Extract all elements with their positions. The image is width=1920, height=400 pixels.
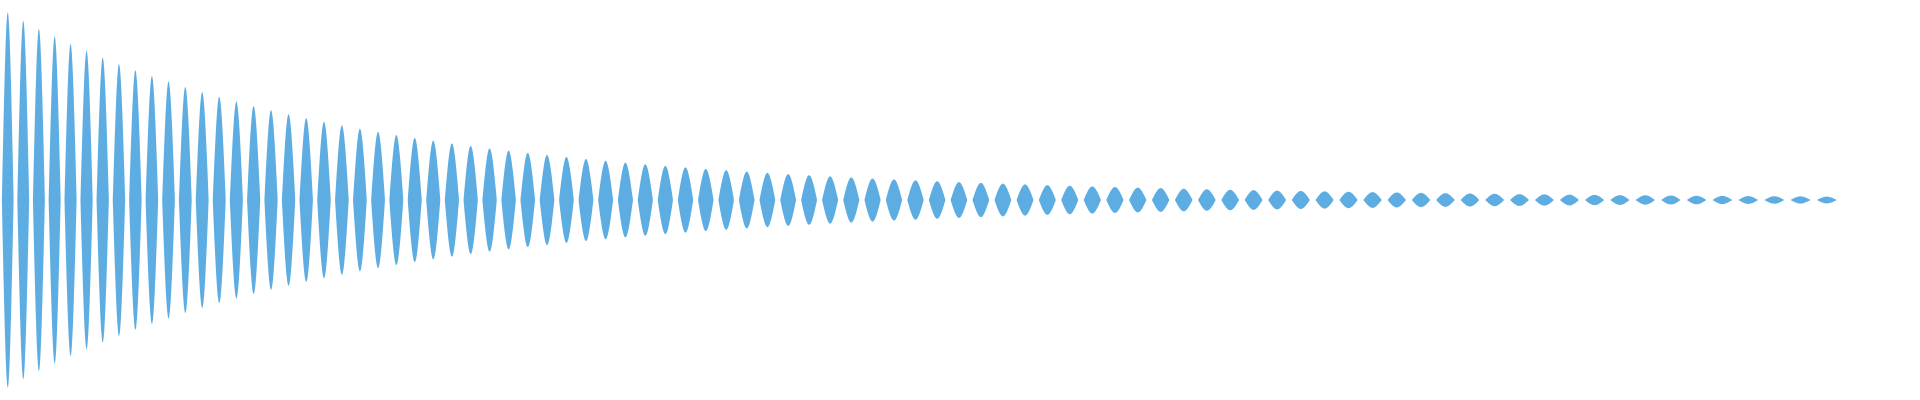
waveform-lobe [539, 155, 555, 245]
waveform-lobe [1436, 193, 1455, 207]
waveform-lobe [864, 178, 881, 222]
waveform-lobe [843, 177, 860, 223]
waveform-lobe [1510, 194, 1529, 206]
waveform-lobe [1387, 192, 1406, 208]
waveform-lobe [677, 167, 694, 233]
waveform-lobe [48, 36, 61, 364]
waveform-lobe [463, 145, 478, 255]
waveform-lobe [96, 57, 109, 343]
waveform-lobe [1129, 187, 1147, 213]
waveform-lobe [129, 70, 142, 330]
waveform-lobe [264, 110, 278, 290]
waveform-lobe [1790, 196, 1811, 204]
waveform-lobe [1198, 189, 1216, 211]
waveform-lobe [780, 174, 797, 226]
waveform-lobe [162, 81, 175, 319]
waveform-lobe [1534, 194, 1554, 206]
waveform-lobe [1712, 195, 1733, 205]
waveform-lobe [950, 182, 968, 218]
waveform-lobe [178, 86, 192, 314]
waveform-lobe [1485, 193, 1505, 207]
waveform-lobe [1268, 190, 1287, 210]
waveform-lobe [1610, 195, 1630, 205]
waveform-lobe [598, 160, 614, 240]
waveform-lobe [1411, 192, 1431, 208]
waveform-lobe [407, 137, 422, 263]
waveform-lobe [1661, 195, 1681, 205]
waveform-lobe [1038, 185, 1056, 215]
waveform-lobe [738, 171, 755, 229]
waveform-lobe [32, 28, 45, 372]
waveform-lobe [1174, 188, 1193, 212]
waveform-lobe [994, 183, 1012, 217]
waveform-lobe [1221, 189, 1240, 211]
waveform-lobe [1686, 195, 1707, 205]
waveform-lobe [972, 182, 990, 218]
waveform-lobe [317, 121, 331, 279]
waveform-lobe [1585, 194, 1605, 206]
waveform-lobe [1559, 194, 1579, 206]
waveform-lobe [80, 51, 93, 349]
waveform-lobe [698, 168, 714, 232]
waveform-lobe [299, 118, 313, 282]
waveform-lobe [1738, 196, 1759, 204]
waveform-lobe [145, 76, 159, 324]
waveform-lobe [822, 176, 839, 224]
waveform-lobe [885, 179, 903, 221]
waveform-lobe [1291, 191, 1310, 209]
waveform-lobe [426, 140, 441, 260]
waveform-lobe [247, 106, 261, 294]
waveform-lobe [212, 96, 226, 304]
waveform-lobe [1, 12, 14, 388]
waveform-lobe [1363, 192, 1382, 208]
waveform-lobe [281, 114, 296, 286]
waveform-lobe [1460, 193, 1480, 207]
waveform-lobe [718, 170, 734, 230]
waveform-lobe [353, 128, 367, 272]
waveform-lobe [17, 20, 30, 380]
waveform-lobe [501, 150, 516, 250]
waveform-lobe [112, 64, 126, 336]
waveform-lobe [1635, 195, 1656, 205]
waveform-lobe [371, 131, 385, 269]
waveform-lobe [657, 165, 673, 235]
waveform-lobe [520, 152, 536, 248]
waveform-lobe [801, 175, 818, 225]
waveform-lobe [1016, 184, 1034, 216]
waveform-lobe [229, 101, 243, 299]
waveform-lobe [195, 92, 209, 308]
waveform-lobe [578, 158, 594, 242]
waveform-lobe [907, 180, 924, 220]
waveform-lobes [1, 12, 1837, 388]
waveform-lobe [64, 44, 77, 356]
waveform-lobe [759, 172, 776, 228]
waveform-lobe [1106, 187, 1124, 213]
waveform-lobe [1816, 196, 1837, 204]
waveform-lobe [1061, 185, 1079, 215]
waveform-lobe [1339, 191, 1358, 209]
waveform-lobe [928, 181, 946, 219]
waveform-lobe [1083, 186, 1101, 214]
waveform-lobe [389, 134, 404, 266]
waveform-lobe [1764, 196, 1785, 204]
waveform-lobe [637, 164, 653, 236]
waveform-lobe [482, 148, 497, 252]
waveform-lobe [1315, 191, 1334, 209]
waveform-lobe [444, 143, 460, 257]
waveform-lobe [1151, 188, 1170, 212]
waveform-lobe [617, 162, 633, 238]
waveform-lobe [1244, 190, 1263, 210]
waveform-lobe [335, 125, 349, 275]
waveform-lobe [559, 157, 574, 243]
